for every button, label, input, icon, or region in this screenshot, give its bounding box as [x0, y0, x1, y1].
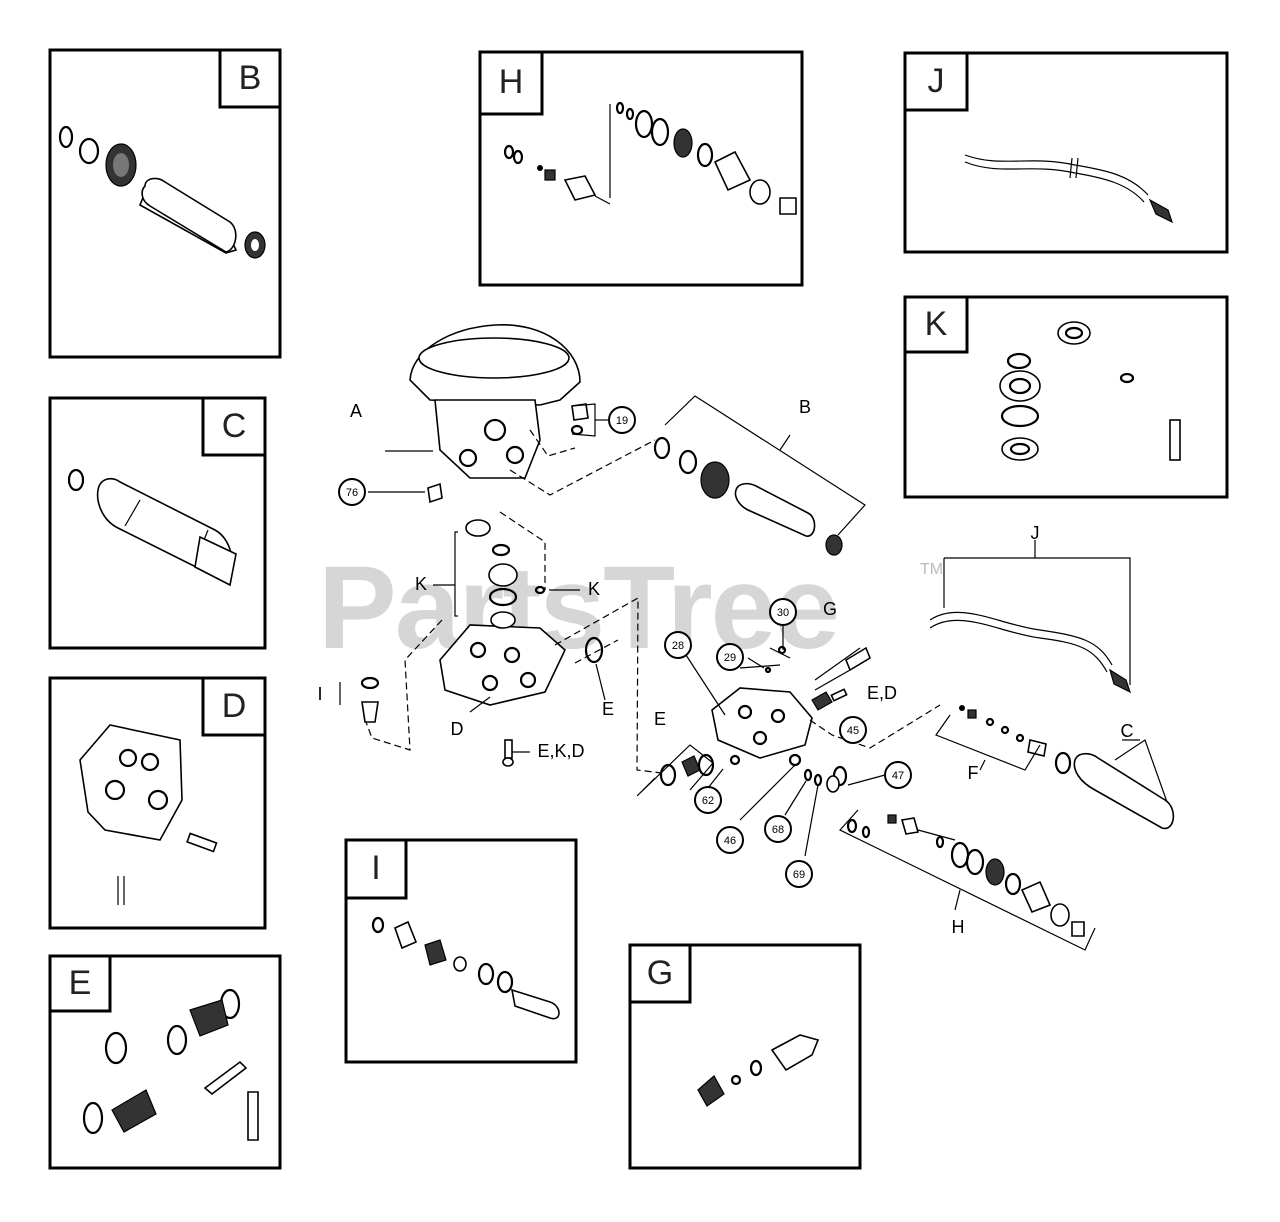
svg-text:62: 62 [702, 795, 714, 807]
parts-f [959, 705, 1047, 757]
inset-g[interactable]: G [628, 943, 862, 1170]
watermark: PartsTree [318, 542, 838, 674]
label-i: I [317, 684, 322, 704]
inset-c-tab: C [222, 407, 247, 445]
inset-i-parts [371, 916, 560, 1020]
watermark-tm: TM [920, 561, 943, 578]
inset-h[interactable]: H [478, 50, 804, 287]
fitting-g [811, 646, 871, 711]
filter-assembly-b [653, 436, 843, 556]
inset-d-tab: D [222, 687, 247, 725]
svg-text:46: 46 [724, 835, 736, 847]
label-h: H [952, 917, 965, 937]
inset-g-tab: G [647, 954, 673, 992]
label-c: C [1121, 721, 1134, 741]
svg-text:68: 68 [772, 824, 784, 836]
callout-45: 45 [839, 716, 867, 744]
main-letter-labels: A B C D E F G H J K K I E E,D E,K,D [317, 397, 1133, 937]
callout-46: 46 [716, 826, 744, 854]
parts-line-h [832, 765, 1085, 937]
inset-d[interactable]: D [48, 676, 267, 930]
label-e-k-d: E,K,D [537, 741, 584, 761]
inset-h-parts [503, 101, 797, 215]
callout-28: 28 [664, 631, 692, 659]
svg-text:69: 69 [793, 869, 805, 881]
inset-h-tab: H [499, 63, 524, 101]
svg-text:28: 28 [672, 640, 684, 652]
inset-j-tab: J [928, 62, 945, 100]
inset-j[interactable]: J [903, 51, 1229, 254]
callout-68: 68 [764, 815, 792, 843]
label-k-left: K [415, 574, 427, 594]
inset-i-tab: I [371, 849, 380, 887]
label-g: G [823, 599, 837, 619]
callout-19: 19 [608, 406, 636, 434]
label-e-d: E,D [867, 683, 897, 703]
inset-b-tab: B [239, 59, 262, 97]
label-e-lower: E [602, 699, 614, 719]
label-j: J [1031, 523, 1040, 543]
inset-c[interactable]: C [48, 396, 267, 650]
svg-text:47: 47 [892, 770, 904, 782]
manifold-d [439, 624, 566, 706]
tube-c [1054, 751, 1175, 830]
inset-g-parts [697, 1034, 820, 1107]
callout-30: 30 [769, 598, 797, 626]
callout-69: 69 [785, 860, 813, 888]
callout-47: 47 [884, 761, 912, 789]
leader-lines [339, 395, 1168, 951]
svg-text:45: 45 [847, 725, 859, 737]
manifold-right [711, 687, 813, 759]
inset-e[interactable]: E [48, 954, 282, 1170]
inset-b[interactable]: B [48, 48, 282, 359]
small-parts [360, 403, 848, 793]
callout-29: 29 [716, 643, 744, 671]
label-b: B [799, 397, 811, 417]
inset-k[interactable]: K [903, 295, 1229, 499]
label-k-right: K [588, 579, 600, 599]
pump-housing [409, 324, 581, 479]
seal-stack-k [465, 519, 546, 629]
inset-b-parts [58, 125, 266, 259]
svg-text:76: 76 [346, 487, 358, 499]
label-d: D [451, 719, 464, 739]
label-f: F [968, 763, 979, 783]
svg-text:30: 30 [777, 607, 789, 619]
inset-i[interactable]: I [344, 838, 578, 1064]
main-assembly: A B C D E F G H J K K I E E,D E,K,D 19 7… [317, 324, 1175, 951]
label-a: A [350, 401, 362, 421]
hose-j [929, 611, 1132, 694]
callout-62: 62 [694, 786, 722, 814]
callout-76: 76 [338, 478, 366, 506]
label-e: E [654, 709, 666, 729]
svg-text:19: 19 [616, 415, 628, 427]
inset-k-tab: K [925, 305, 948, 343]
inset-d-parts [79, 724, 218, 905]
inset-c-parts [67, 468, 237, 587]
inset-k-parts [999, 321, 1181, 461]
svg-text:29: 29 [724, 652, 736, 664]
inset-e-parts [82, 988, 259, 1141]
inset-e-tab: E [69, 964, 92, 1002]
inset-j-parts [964, 154, 1174, 224]
